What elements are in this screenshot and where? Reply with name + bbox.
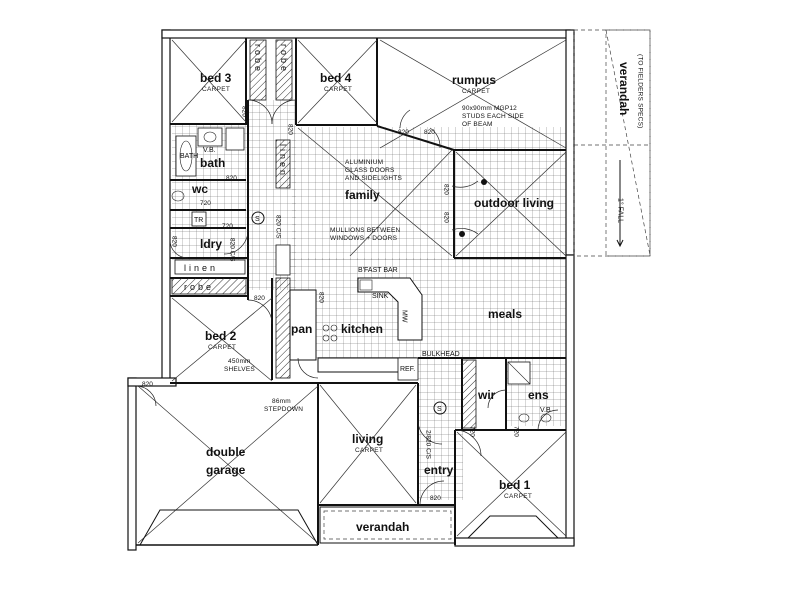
verandah-side-note: (TO FIELDERS SPECS) — [637, 54, 644, 128]
svg-text:820 C/S: 820 C/S — [229, 238, 236, 262]
living-label: living — [352, 432, 383, 446]
bed4-label: bed 4 — [320, 71, 352, 85]
rumpus-label: rumpus — [452, 73, 496, 87]
meals-label: meals — [488, 307, 522, 321]
shelves-note-2: SHELVES — [224, 366, 255, 373]
bath-vb-label: V.B. — [203, 147, 216, 154]
linen-label-1: linen — [278, 144, 288, 178]
mull-note-1: MULLIONS BETWEEN — [330, 227, 400, 234]
garage-label-1: double — [206, 445, 246, 459]
sink-label: SINK — [372, 293, 389, 300]
svg-text:820: 820 — [430, 495, 441, 502]
service-symbols: S S — [251, 179, 487, 415]
tr-label: TR — [194, 217, 203, 224]
interior-walls — [170, 38, 566, 545]
svg-text:720: 720 — [222, 223, 233, 230]
bed2-finish: CARPET — [208, 344, 236, 351]
ens-label: ens — [528, 388, 549, 402]
mull-note-2: WINDOWS + DOORS — [330, 235, 398, 242]
svg-text:S: S — [255, 216, 260, 223]
svg-text:820: 820 — [254, 295, 265, 302]
linen-label-2: linen — [184, 263, 218, 273]
svg-text:820: 820 — [398, 129, 409, 136]
svg-text:820: 820 — [287, 124, 294, 135]
robe-label-2: robe — [279, 44, 289, 74]
beam-note-2: STUDS EACH SIDE — [462, 113, 524, 120]
living-finish: CARPET — [355, 447, 383, 454]
bed1-finish: CARPET — [504, 493, 532, 500]
svg-text:820 C/S: 820 C/S — [275, 215, 282, 239]
svg-text:2/820 C/S: 2/820 C/S — [425, 430, 432, 460]
bath-label: bath — [200, 156, 225, 170]
verandah-front-label: verandah — [356, 520, 409, 534]
family-label: family — [345, 188, 380, 202]
ceiling-lines — [137, 39, 567, 544]
garage-door — [139, 509, 319, 546]
svg-text:820: 820 — [226, 175, 237, 182]
alum-note-1: ALUMINIUM — [345, 159, 383, 166]
shelves-note-1: 450mm — [228, 358, 251, 365]
bed1-label: bed 1 — [499, 478, 531, 492]
fall-label: 1° FALL — [617, 198, 625, 223]
ens-vb-label: V.B — [540, 407, 551, 414]
svg-text:820: 820 — [443, 212, 450, 223]
svg-text:820: 820 — [171, 236, 178, 247]
bed4-finish: CARPET — [324, 86, 352, 93]
robe-label-1: robe — [253, 44, 263, 74]
alum-note-3: AND SIDELIGHTS — [345, 175, 402, 182]
cabinets — [171, 39, 477, 429]
svg-text:S: S — [437, 406, 442, 413]
door-swings — [135, 99, 559, 506]
bath-fixture-label: BATH — [180, 153, 198, 160]
beam-note-3: OF BEAM — [462, 121, 493, 128]
svg-text:820: 820 — [241, 106, 248, 117]
door-dimensions: 820 820 820 820 820 820 820 720 720 820 … — [142, 106, 520, 502]
robe-label-3: robe — [184, 282, 214, 292]
bfast-bar-label: B'FAST BAR — [358, 267, 398, 274]
svg-text:820: 820 — [443, 184, 450, 195]
verandah-side-label: verandah — [617, 62, 631, 115]
stepdown-note-1: 86mm — [272, 398, 291, 405]
ref-label: REF. — [400, 366, 415, 373]
alum-note-2: GLASS DOORS — [345, 167, 395, 174]
kitchen-label: kitchen — [341, 322, 383, 336]
ldry-label: ldry — [200, 237, 222, 251]
bed3-label: bed 3 — [200, 71, 232, 85]
wir-label: wir — [477, 388, 496, 402]
entry-label: entry — [424, 463, 454, 477]
svg-text:720: 720 — [469, 426, 476, 437]
bath-fixtures — [171, 127, 552, 423]
svg-text:720: 720 — [513, 426, 520, 437]
wc-label: wc — [191, 182, 208, 196]
bed3-finish: CARPET — [202, 86, 230, 93]
side-verandah — [573, 29, 651, 257]
rumpus-finish: CARPET — [462, 88, 490, 95]
bed2-label: bed 2 — [205, 329, 237, 343]
svg-text:820: 820 — [142, 381, 153, 388]
pan-label: pan — [291, 322, 312, 336]
beam-note-1: 90x90mm MGP12 — [462, 105, 517, 112]
outer-walls — [127, 29, 575, 551]
bed1-window — [467, 515, 559, 539]
svg-text:820: 820 — [424, 129, 435, 136]
garage-label-2: garage — [206, 463, 246, 477]
svg-text:820: 820 — [318, 292, 325, 303]
front-verandah — [319, 506, 456, 544]
stepdown-note-2: STEPDOWN — [264, 406, 303, 413]
outdoor-living-label: outdoor living — [474, 196, 554, 210]
svg-text:720: 720 — [200, 200, 211, 207]
mw-label: MW — [401, 310, 408, 323]
bulkhead-label: BULKHEAD — [422, 351, 460, 358]
kitchen-benches — [289, 277, 423, 381]
